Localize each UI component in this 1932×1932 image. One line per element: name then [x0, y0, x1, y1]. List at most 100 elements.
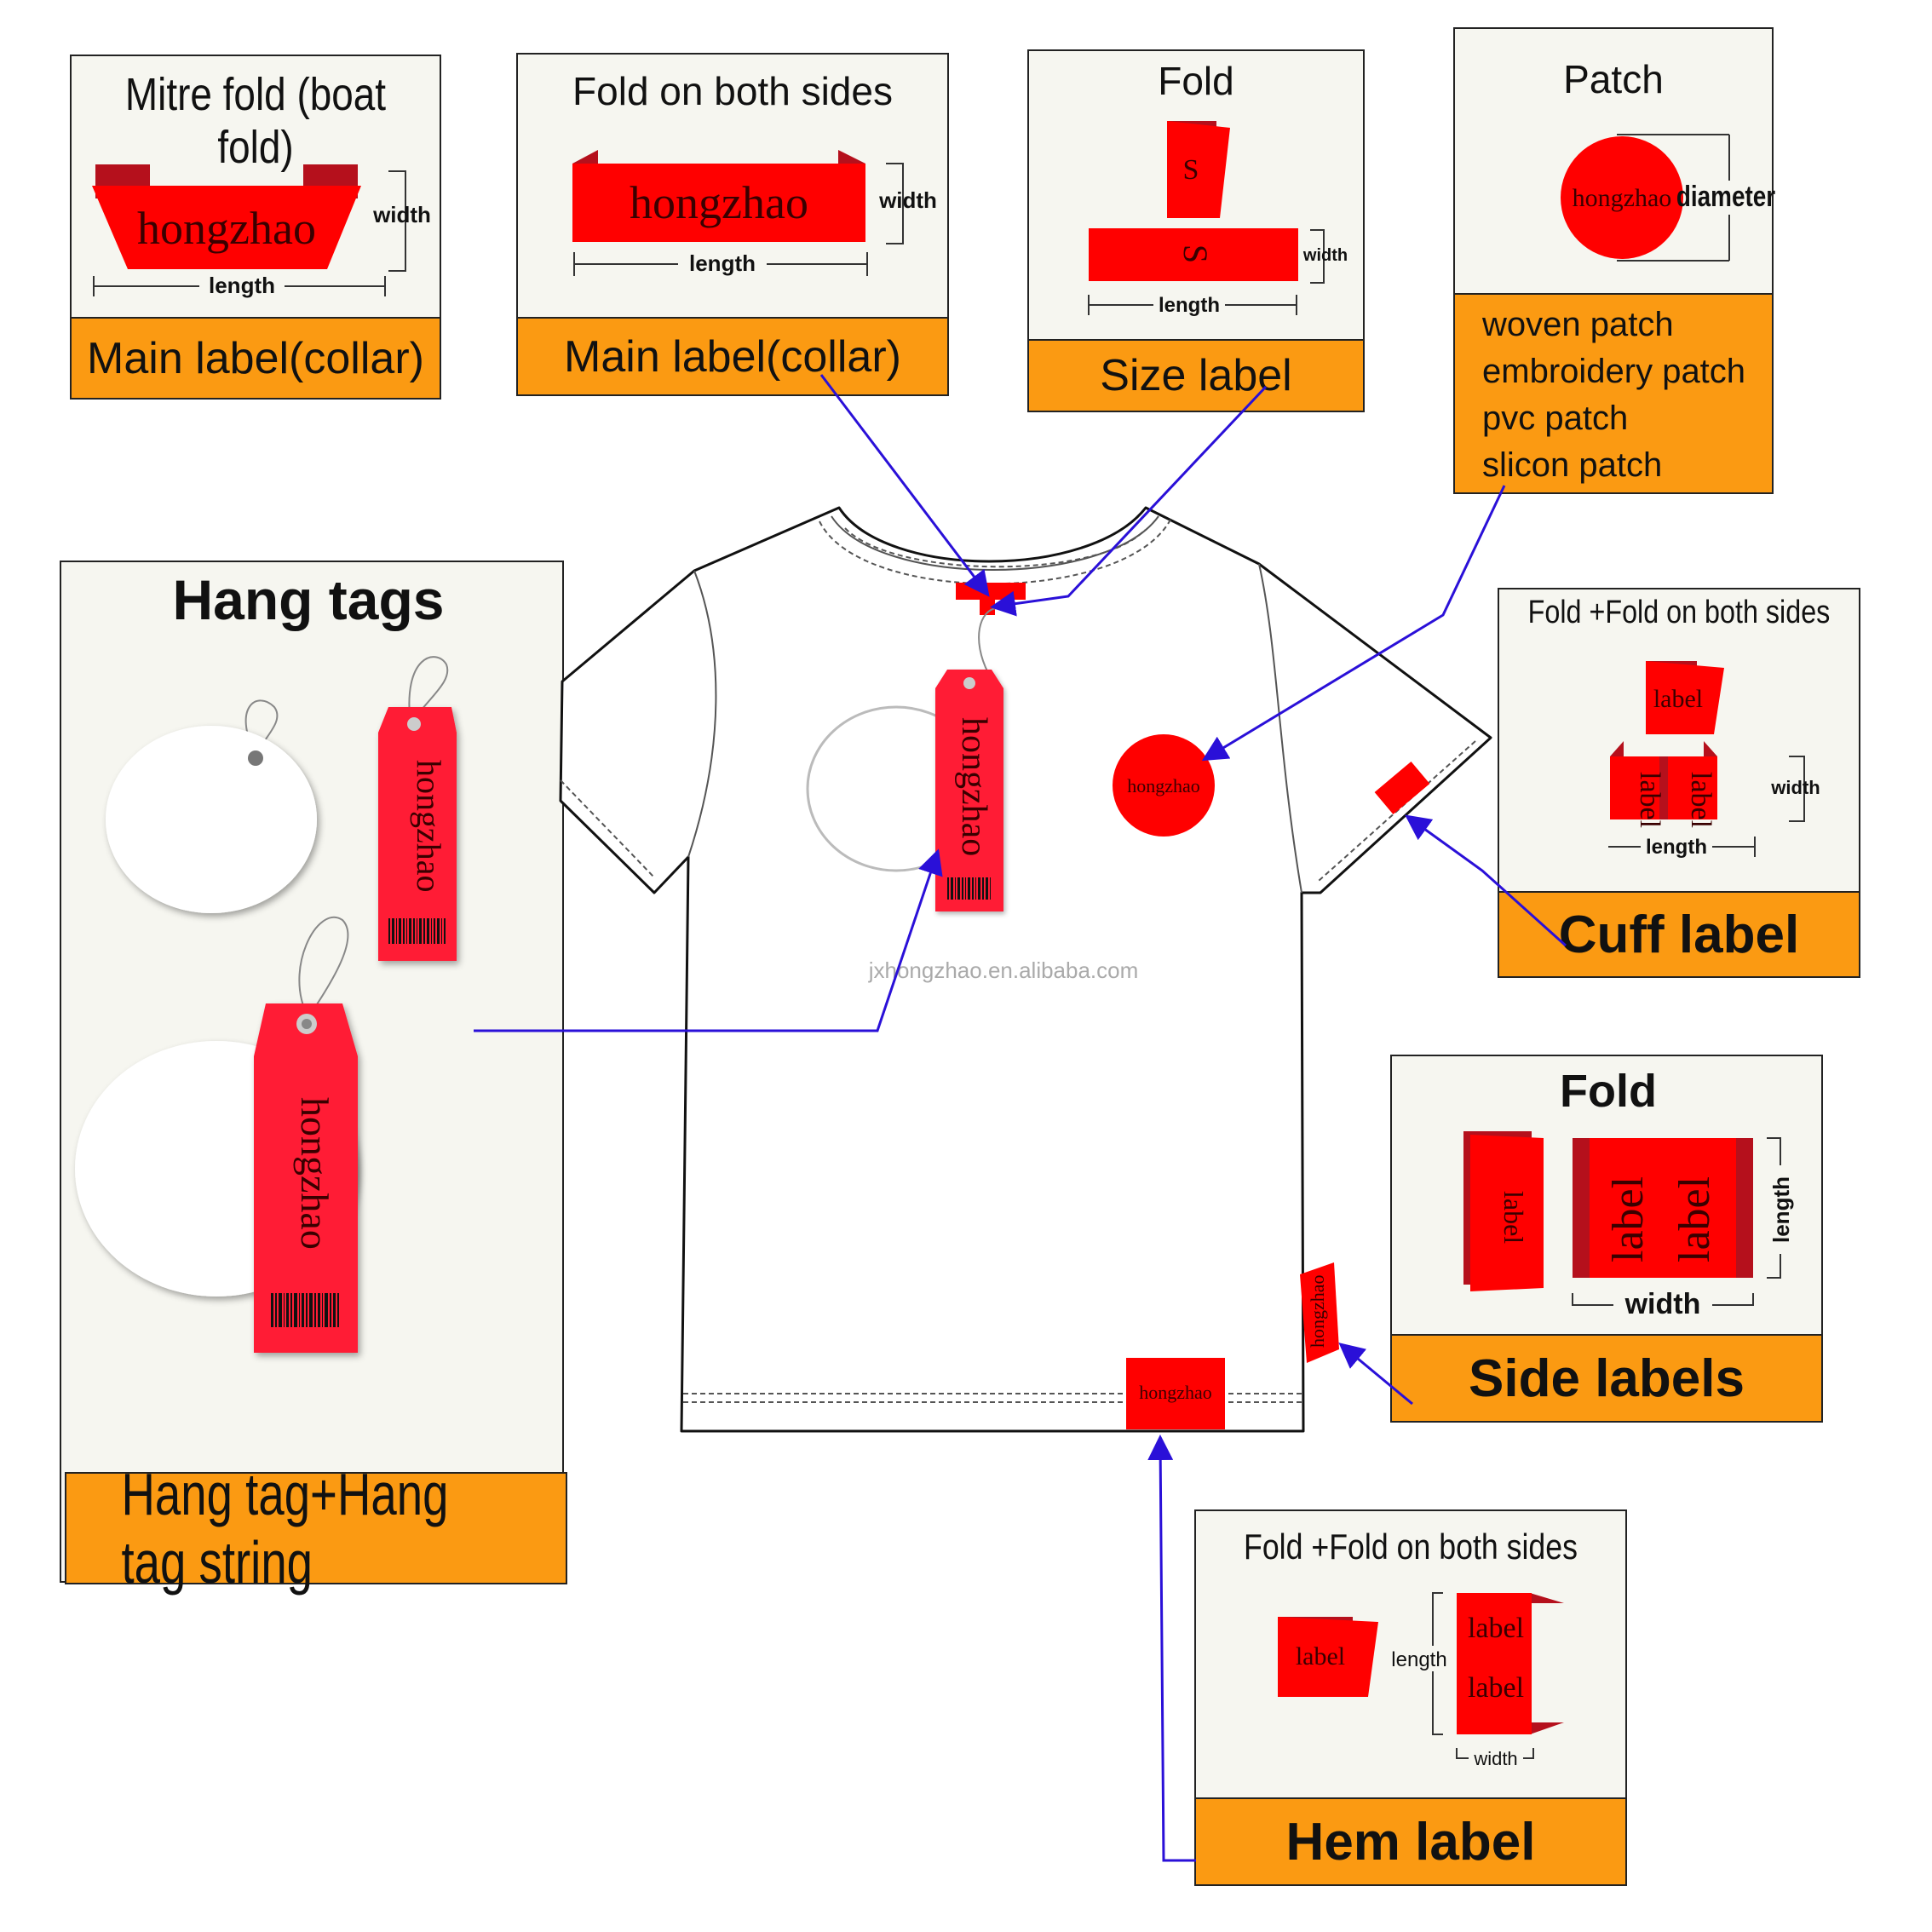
shirt-side-brand: hongzhao	[1307, 1274, 1328, 1348]
arrow-side	[1338, 1343, 1413, 1406]
shirt-hang-tag	[935, 670, 1003, 911]
length-label: length	[1646, 836, 1707, 859]
arrow-size-label	[990, 385, 1268, 617]
bar-text: Side labels	[1469, 1348, 1745, 1408]
bar-text: Main label(collar)	[564, 331, 901, 382]
patch-type-slicon: slicon patch	[1482, 446, 1663, 484]
shirt-patch-brand: hongzhao	[1127, 775, 1200, 796]
pointer-arrows	[474, 374, 1567, 1862]
cuff-fold-panel: Fold +Fold on both sides label label lab…	[1498, 588, 1860, 900]
cuff-label-bar: Cuff label	[1498, 891, 1860, 978]
bar-text: Hang tag+Hang tag string	[121, 1461, 449, 1596]
label-body	[572, 164, 865, 242]
size-fold-illustration: S S width length	[1088, 121, 1348, 317]
panel-title: Mitre fold (boat fold)	[124, 69, 387, 173]
barcode-small	[388, 918, 446, 944]
hem-fold-panel: Fold +Fold on both sides label label lab…	[1194, 1509, 1627, 1799]
fold-label-word: label	[1296, 1642, 1345, 1670]
both-sides-word-1: label	[1634, 772, 1665, 828]
arrow-cuff	[1405, 814, 1567, 947]
fold-both-illustration: hongzhao width length	[572, 150, 937, 276]
barcode-large	[271, 1293, 339, 1327]
width-label: width	[1302, 246, 1348, 265]
size-letter-2: S	[1176, 244, 1215, 263]
patch-type-woven: woven patch	[1482, 306, 1674, 343]
length-label: length	[1391, 1648, 1446, 1671]
width-label: width	[372, 202, 431, 227]
panel-title: Fold +Fold on both sides	[1244, 1527, 1578, 1567]
main-label-collar-bar-2: Main label(collar)	[516, 317, 949, 396]
label-body	[92, 186, 361, 269]
fold-label-word: label	[1498, 1191, 1529, 1244]
both-sides-word-2: label	[1685, 772, 1716, 828]
side-labels-bar: Side labels	[1390, 1334, 1823, 1423]
mitre-fold-illustration: hongzhao width length	[92, 164, 431, 298]
diameter-label: diameter	[1676, 180, 1775, 212]
unfolded-word-2: label	[1670, 1176, 1719, 1262]
watermark: jxhongzhao.en.alibaba.com	[868, 957, 1139, 983]
size-letter-1: S	[1183, 154, 1199, 186]
length-label: length	[209, 273, 275, 298]
panel-title: Fold	[1560, 1066, 1657, 1117]
fold-label-word: label	[1653, 685, 1703, 713]
hem-fold-illustration: label label label length width	[1278, 1592, 1564, 1769]
size-fold-panel: Fold S S width length	[1027, 49, 1365, 341]
fold-corner-right	[838, 150, 865, 164]
panel-title: Fold	[1158, 59, 1234, 103]
shirt-tag-barcode	[947, 877, 991, 900]
unfolded-word-1: label	[1604, 1176, 1653, 1262]
width-label: width	[1624, 1288, 1701, 1320]
shirt-tag-brand: hongzhao	[954, 717, 993, 856]
length-label: length	[1768, 1176, 1794, 1243]
side-fold-panel: Fold label label label width length	[1390, 1055, 1823, 1336]
label-brand: hongzhao	[137, 203, 316, 254]
panel-title: Fold on both sides	[572, 69, 893, 113]
bar-text: Hem label	[1285, 1812, 1536, 1872]
tag-brand-small: hongzhao	[410, 760, 448, 893]
bar-text: Main label(collar)	[87, 333, 424, 383]
patch-panel: Patch hongzhao diameter	[1453, 27, 1775, 295]
panel-title: Hang tags	[172, 568, 445, 631]
red-tag-large	[254, 1003, 358, 1353]
fold-label	[1470, 1135, 1544, 1291]
arrow-hem	[1147, 1435, 1196, 1862]
cuff-fold-illustration: label label label width length	[1608, 661, 1820, 859]
hem-label-bar: Hem label	[1194, 1797, 1627, 1886]
arrow-patch	[1201, 485, 1506, 762]
shirt-hem-brand: hongzhao	[1139, 1382, 1212, 1403]
round-tag-small	[106, 726, 317, 913]
patch-types-box: woven patch embroidery patch pvc patch s…	[1453, 293, 1774, 494]
length-label: length	[689, 250, 756, 276]
unfolded-label	[1573, 1138, 1753, 1278]
arrow-main-label	[819, 374, 990, 597]
length-label: length	[1159, 294, 1220, 317]
shirt-side-label	[1300, 1262, 1339, 1363]
main-label-collar-bar-1: Main label(collar)	[70, 317, 441, 400]
hang-tag-bar: Hang tag+Hang tag string	[65, 1461, 567, 1596]
patch-circle	[1561, 136, 1683, 259]
width-label: width	[1770, 777, 1820, 798]
mitre-fold-panel: Mitre fold (boat fold) hongzhao width le…	[70, 55, 441, 319]
size-label-bar: Size label	[1027, 339, 1365, 412]
patch-illustration: hongzhao diameter	[1561, 134, 1775, 262]
size-label-flat	[1089, 228, 1298, 281]
shirt-hem-label	[1126, 1358, 1225, 1429]
arrow-hang-tag	[474, 848, 943, 1032]
tshirt-outline	[559, 506, 1492, 1433]
both-sides-word-2: label	[1468, 1672, 1524, 1704]
tag-brand-large: hongzhao	[293, 1097, 336, 1250]
fold-both-sides-panel: Fold on both sides hongzhao width length	[516, 53, 949, 319]
hang-tags-panel: Hang tags hongzhao hongzhao	[60, 561, 564, 1583]
fold-corner-left	[572, 150, 598, 164]
panel-title: Patch	[1563, 57, 1664, 101]
both-sides-label	[1457, 1593, 1532, 1734]
red-tag-small	[378, 707, 457, 961]
bar-text: Cuff label	[1558, 905, 1800, 964]
panel-title: Fold +Fold on both sides	[1527, 595, 1831, 630]
patch-brand: hongzhao	[1573, 184, 1672, 212]
patch-type-pvc: pvc patch	[1482, 400, 1629, 437]
patch-type-embroidery: embroidery patch	[1482, 353, 1746, 390]
label-brand: hongzhao	[630, 177, 808, 228]
both-sides-word-1: label	[1468, 1613, 1524, 1644]
